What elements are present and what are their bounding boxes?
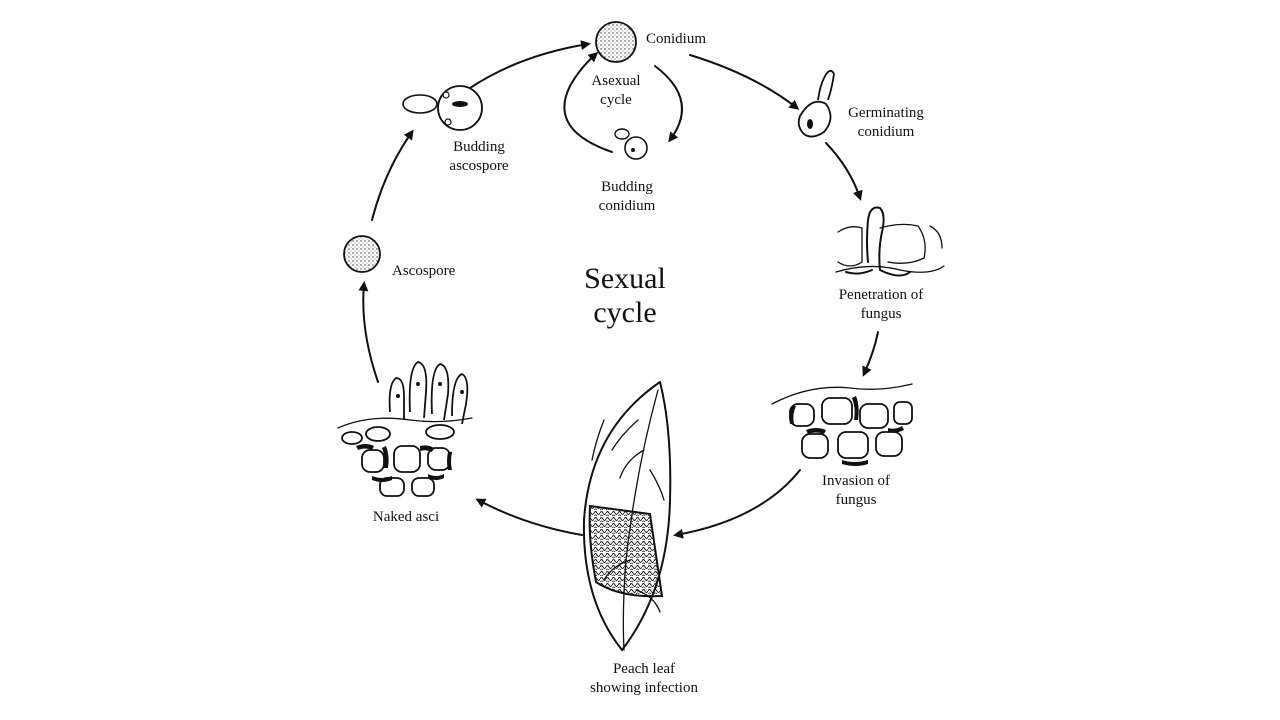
naked-asci-icon bbox=[337, 361, 473, 497]
arrow-leaf-to-asci bbox=[475, 498, 583, 536]
penetration-label: Penetration of fungus bbox=[838, 287, 924, 322]
arrow-ascospore-to-budding bbox=[371, 129, 414, 221]
arrow-invasion-to-leaf bbox=[673, 469, 801, 539]
ascospore-label: Ascospore bbox=[392, 263, 456, 279]
conidium-icon bbox=[595, 21, 637, 63]
peach-leaf-icon bbox=[582, 381, 672, 651]
asexual-cycle-label: Asexual cycle bbox=[591, 73, 641, 108]
sexual-cycle-title: Sexual cycle bbox=[584, 262, 666, 329]
arrow-germinating-to-penetration bbox=[825, 142, 863, 201]
conidium-label: Conidium bbox=[646, 31, 707, 47]
arrow-asci-to-ascospore bbox=[358, 281, 379, 383]
germinating-conidium-icon bbox=[797, 69, 835, 138]
peach-leaf-label: Peach leaf showing infection bbox=[590, 661, 698, 696]
invasion-label: Invasion of fungus bbox=[822, 473, 890, 508]
naked-asci-label: Naked asci bbox=[372, 509, 440, 525]
arrow-penetration-to-invasion bbox=[862, 331, 879, 377]
budding-conidium-label: Budding conidium bbox=[598, 179, 656, 214]
arrow-asexual-left bbox=[563, 52, 613, 153]
budding-ascospore-label: Budding ascospore bbox=[449, 139, 509, 174]
arrow-budding-to-conidium bbox=[469, 40, 591, 89]
arrow-asexual-right bbox=[654, 65, 683, 143]
budding-conidium-icon bbox=[614, 128, 648, 160]
arrow-conidium-to-germinating bbox=[689, 54, 800, 110]
germinating-conidium-label: Germinating conidium bbox=[848, 105, 924, 140]
invasion-fungus-icon bbox=[771, 383, 913, 466]
ascospore-icon bbox=[343, 235, 381, 273]
budding-ascospore-icon bbox=[402, 85, 483, 131]
penetration-fungus-icon bbox=[835, 206, 945, 277]
